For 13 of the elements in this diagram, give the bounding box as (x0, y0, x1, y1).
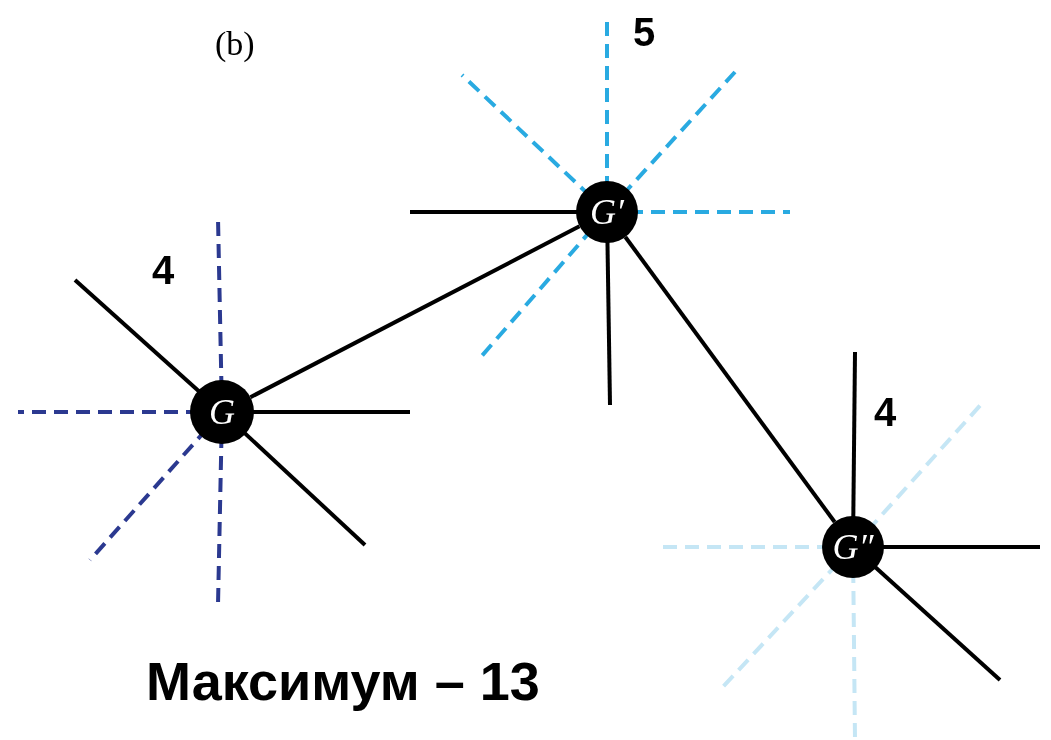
connector-line (623, 235, 837, 524)
caption-text: Максимум – 13 (146, 650, 540, 712)
node-label: G′ (590, 194, 624, 230)
node-circle (576, 181, 638, 243)
connector-line (249, 224, 581, 400)
node-label: G″ (832, 529, 874, 565)
node-label: G (209, 394, 235, 430)
count-label: 4 (152, 250, 175, 290)
count-label: 4 (874, 392, 897, 432)
node-circle (190, 380, 254, 444)
count-label: 5 (633, 12, 656, 52)
node-circle (822, 516, 884, 578)
panel-label: (b) (215, 25, 255, 63)
